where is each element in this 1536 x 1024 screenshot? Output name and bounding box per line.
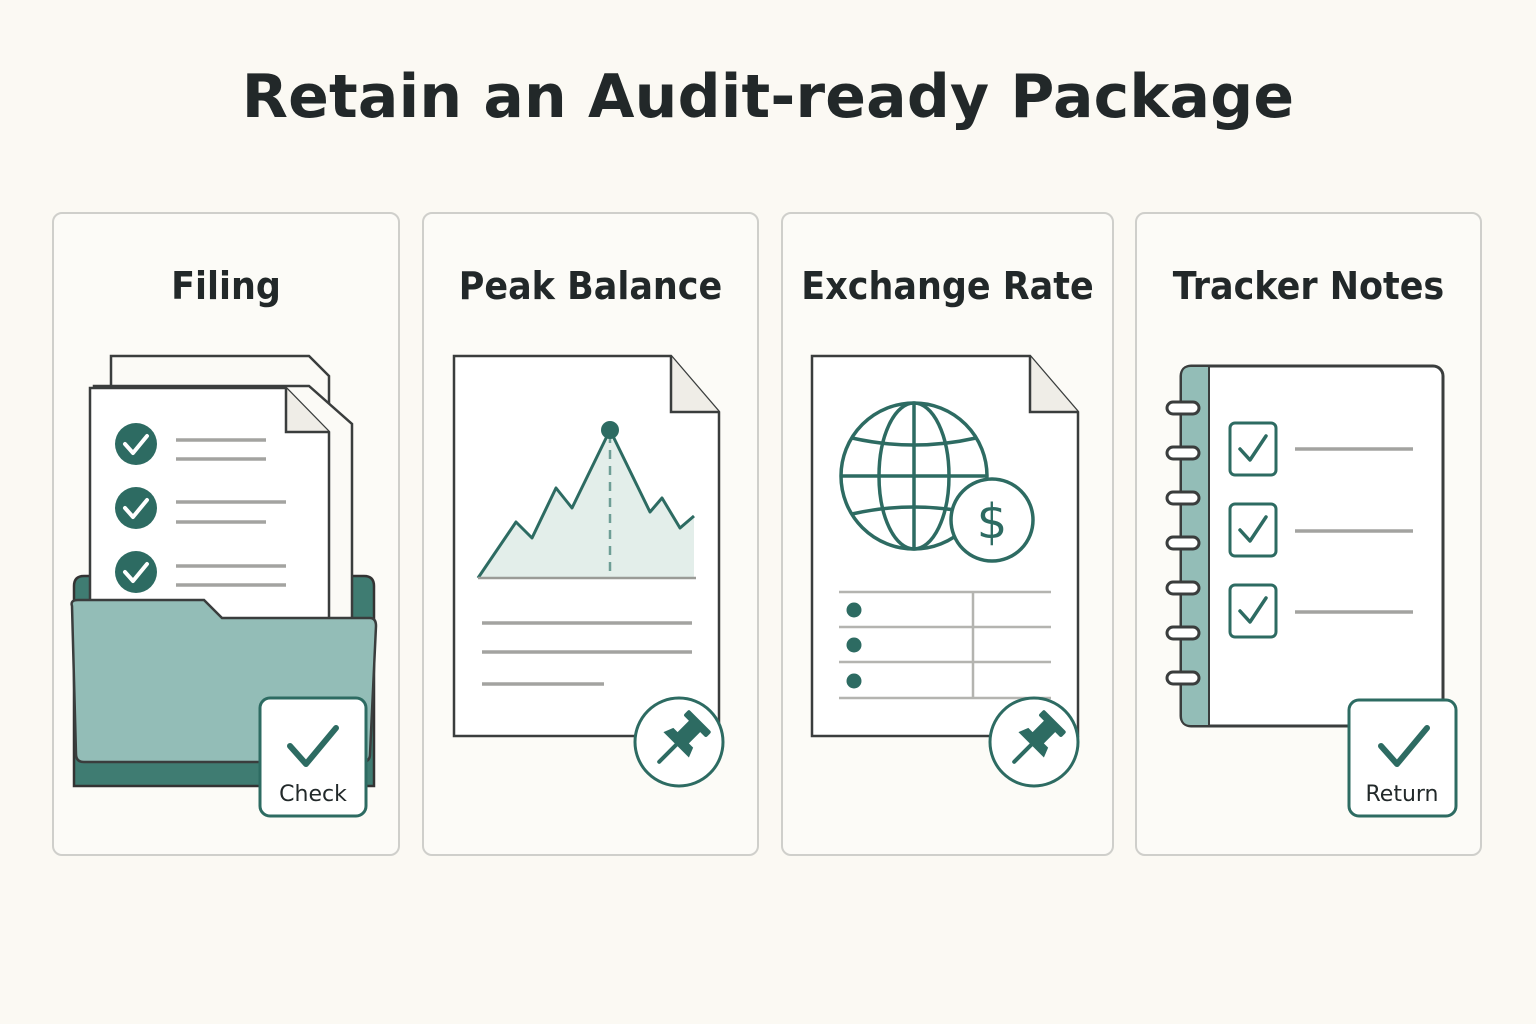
check-circle-icon [115,487,157,529]
panel-peak-balance: Peak Balance [422,212,759,856]
panel-title-exchange-rate: Exchange Rate [801,264,1094,308]
panel-title-filing: Filing [171,264,281,308]
tracker-notes-illustration: Return [1165,364,1458,818]
filing-illustration: Check [70,354,378,818]
check-badge-label: Check [279,782,347,807]
panel-title-tracker-notes: Tracker Notes [1172,264,1445,308]
panel-filing: Filing [52,212,400,856]
check-badge-icon [258,696,368,818]
check-circle-icon [115,551,157,593]
document-icon [810,354,1080,738]
pushpin-icon [633,696,725,788]
pushpin-icon [988,696,1080,788]
check-circle-icon [115,423,157,465]
panel-tracker-notes: Tracker Notes [1135,212,1482,856]
checkbox-checked-icon [1228,583,1278,639]
spiral-binding-icon [1165,400,1201,686]
checkbox-checked-icon [1228,421,1278,477]
return-badge-icon [1347,698,1458,818]
peak-chart-icon [476,421,696,580]
panel-title-peak-balance: Peak Balance [458,264,723,308]
checkbox-checked-icon [1228,502,1278,558]
peak-balance-illustration [452,354,725,788]
panel-exchange-rate: Exchange Rate $ [781,212,1114,856]
rate-table-icon [839,590,1051,700]
svg-text:$: $ [977,494,1008,550]
return-badge-label: Return [1365,782,1438,807]
notebook-icon [1179,364,1445,728]
globe-icon [839,401,989,551]
exchange-rate-illustration: $ [810,354,1080,788]
page-title: Retain an Audit-ready Package [241,62,1295,132]
dollar-coin-icon: $ [949,477,1035,563]
